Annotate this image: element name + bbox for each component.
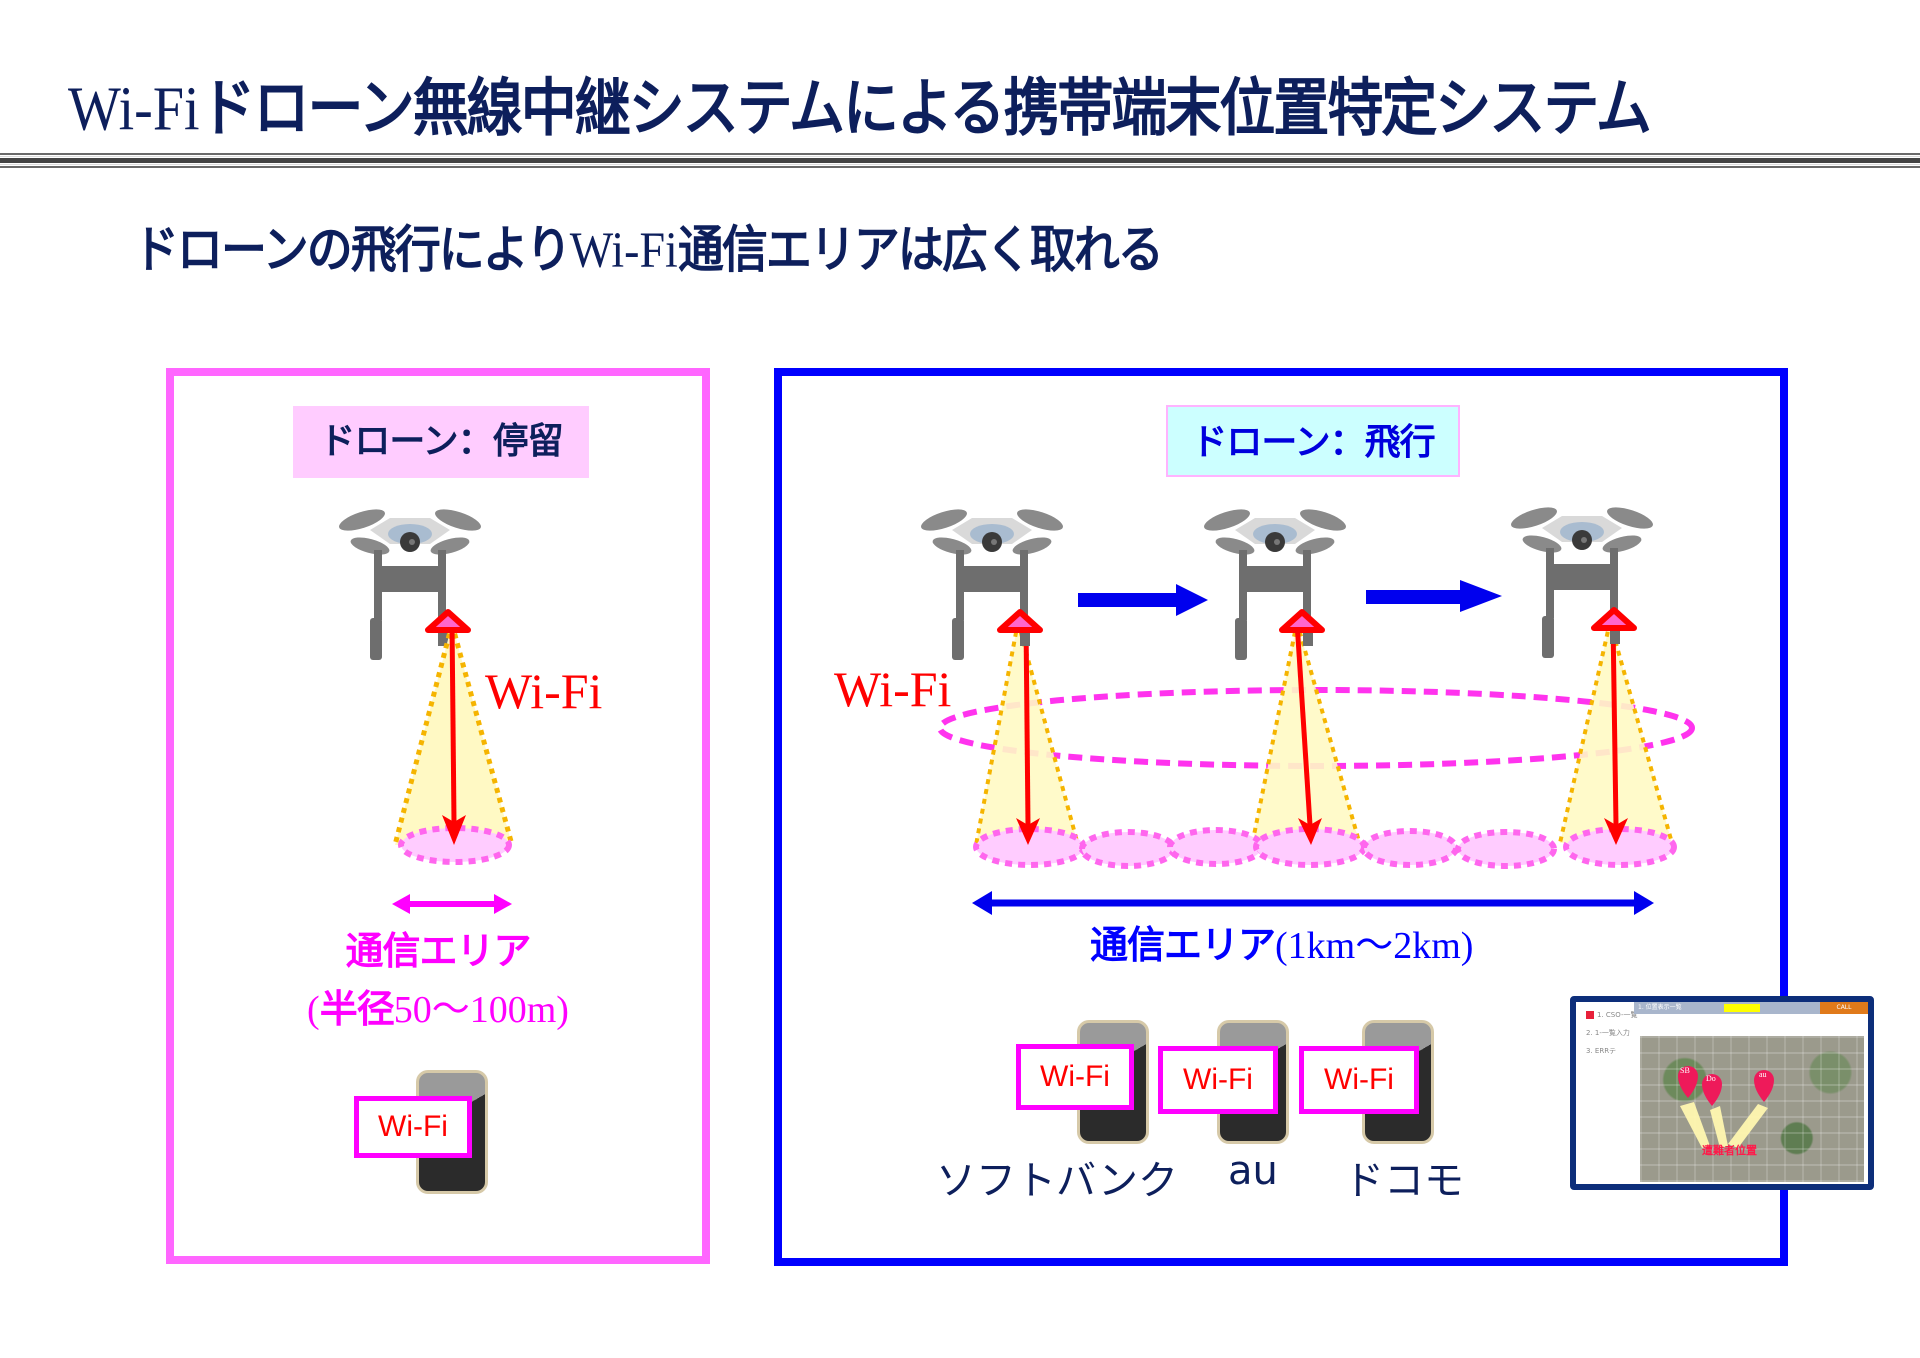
subtitle-part3: 通信エリアは広く取れる [677,219,1164,280]
radius-word: 半径 [319,987,395,1031]
flight-direction-arrow [1366,580,1502,612]
coverage-ellipse [398,825,512,865]
location-app-screenshot: 1. CSO-一覧 2. 1-一覧入力 3. ERRテ 1. 位置表示一覧 CA… [1570,996,1874,1190]
map-overlay [1678,1066,1774,1148]
wifi-tag: Wi-Fi [354,1096,472,1158]
flight-direction-arrow [1078,584,1208,616]
title-divider-gap [0,156,1920,157]
map-pin-label: au [1759,1070,1767,1079]
radius-range: 50〜100m) [393,989,569,1031]
app-map: SB Do au 遭難者位置 [1640,1036,1864,1182]
signal-arrow [449,621,457,823]
coverage-range-right: (1km〜2km) [1275,925,1474,967]
drone-icon [1201,504,1349,660]
title-divider-bottom [0,166,1920,168]
hovering-label: ドローン：停留 [293,406,589,478]
beam-edge [449,623,515,846]
app-sidebar-item: 2. 1-一覧入力 [1586,1028,1634,1038]
wifi-tag: Wi-Fi [1299,1046,1419,1114]
beam-group [974,621,1674,846]
map-pin-label: SB [1680,1066,1690,1075]
radius-arrowhead-left [392,894,410,914]
drone-icon [336,504,484,660]
map-pin [1702,1073,1722,1106]
radius-arrowhead-right [494,894,512,914]
drone-icon [1508,502,1656,658]
app-sidebar-label: 1. CSO-一覧 [1597,1011,1638,1019]
carrier-label: au [1228,1148,1278,1194]
page-title: Wi-Fiドローン無線中継システムによる携帯端末位置特定システム [68,58,1652,149]
wifi-tag: Wi-Fi [1158,1046,1278,1114]
title-prefix: Wi-Fi [68,74,200,145]
wifi-tag: Wi-Fi [1016,1044,1134,1110]
coverage-area-detail-left: (半径50〜100m) [166,978,710,1033]
app-status-bar [1724,1004,1760,1012]
coverage-area-title-left: 通信エリア [345,929,531,973]
title-divider-top [0,153,1920,155]
app-call-button: CALL [1820,1002,1868,1014]
subtitle-part1: ドローンの飛行により [133,219,572,280]
app-sidebar-item: 1. CSO-一覧 [1586,1010,1638,1020]
antenna-icon [1282,612,1322,630]
carrier-label: ソフトバンク [936,1158,1178,1204]
title-divider-gap2 [0,164,1920,165]
app-top-bar-title: 1. 位置表示一覧 [1638,1004,1682,1011]
map-caption: 遭難者位置 [1702,1144,1757,1157]
wifi-label-right: Wi-Fi [834,661,952,717]
map-pin [1754,1070,1774,1102]
signal-arrows [1016,621,1628,845]
coverage-width-arrow [972,891,1654,915]
subtitle: ドローンの飛行によりWi-Fi通信エリアは広く取れる [133,210,1164,283]
app-sidebar-label: 3. ERRテ [1586,1047,1617,1055]
beam-edge [392,623,455,846]
coverage-area-right: 通信エリア(1km〜2km) [1090,914,1473,969]
coverage-chain [973,826,1677,869]
wifi-label-left: Wi-Fi [485,663,603,719]
hovering-drone-panel [166,368,710,1264]
flying-label: ドローン：飛行 [1166,405,1460,477]
signal-arrowhead [442,815,466,845]
app-sidebar: 1. CSO-一覧 2. 1-一覧入力 3. ERRテ [1576,1002,1638,1184]
antenna-icon [428,612,468,630]
antenna-icon [1000,612,1040,630]
app-logo-icon [1586,1011,1594,1019]
coverage-area-title-right: 通信エリア [1090,923,1276,967]
carrier-label: ドコモ [1344,1158,1464,1204]
title-divider-mid [0,158,1920,163]
app-sidebar-item: 3. ERRテ [1586,1046,1634,1056]
antenna-icon [1594,610,1634,628]
drone-icon [918,504,1066,660]
title-main: ドローン無線中継システムによる携帯端末位置特定システム [199,72,1652,146]
app-sidebar-label: 2. 1-一覧入力 [1586,1029,1630,1037]
flying-drone-panel [774,368,1788,1266]
app-top-bar: 1. 位置表示一覧 CALL [1634,1002,1868,1014]
map-pin-label: Do [1706,1074,1716,1083]
paren-open: ( [307,989,320,1031]
map-pin [1678,1066,1698,1098]
subtitle-wifi: Wi-Fi [569,222,678,279]
